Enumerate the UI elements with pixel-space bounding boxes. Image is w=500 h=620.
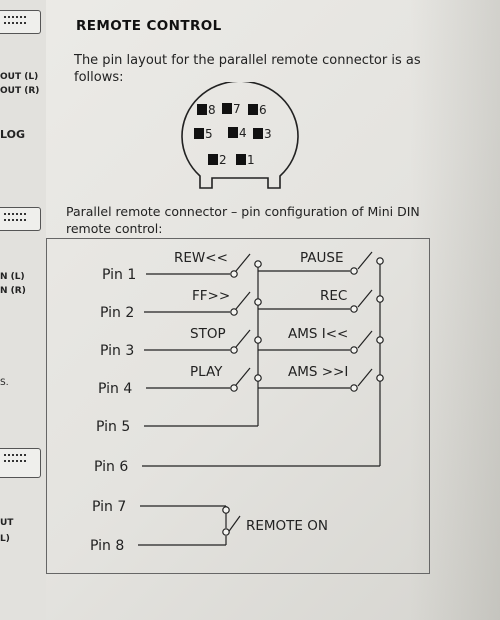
switch-contact xyxy=(254,374,262,382)
connector-panel-icon xyxy=(0,448,41,478)
margin-fragment: N (L) xyxy=(0,272,25,282)
pin-8-square xyxy=(197,104,207,115)
section-heading: REMOTE CONTROL xyxy=(76,18,222,34)
switch-contact xyxy=(230,384,238,392)
pause-label: PAUSE xyxy=(300,250,344,266)
switch-contacts xyxy=(222,257,384,536)
wiring-lines xyxy=(138,251,381,546)
connector-panel-icon xyxy=(0,207,41,231)
switch-contact xyxy=(230,346,238,354)
wiring-diagram: Pin 1 Pin 2 Pin 3 Pin 4 Pin 5 Pin 6 Pin … xyxy=(90,250,384,554)
switch-contact xyxy=(350,267,358,275)
pin-7-label: Pin 7 xyxy=(92,499,126,515)
switch-contact xyxy=(350,346,358,354)
switch-contact xyxy=(222,528,230,536)
rec-label: REC xyxy=(320,288,347,304)
pin-2-square xyxy=(208,154,218,165)
pin-number: 1 xyxy=(247,153,255,167)
pin-number: 5 xyxy=(205,127,213,141)
switch-contact xyxy=(376,295,384,303)
ff-switch-lever xyxy=(235,291,251,310)
stop-label: STOP xyxy=(190,326,226,342)
switch-contact xyxy=(254,298,262,306)
switch-contact xyxy=(376,257,384,265)
switch-contact xyxy=(230,270,238,278)
pin-5-square xyxy=(194,128,204,139)
intro-paragraph: The pin layout for the parallel remote c… xyxy=(74,53,421,85)
ams-fwd-label: AMS >>I xyxy=(288,364,348,380)
margin-fragment: LOG xyxy=(0,128,25,141)
pin-3-square xyxy=(253,128,263,139)
pin-5-label: Pin 5 xyxy=(96,419,130,435)
play-switch-lever xyxy=(235,367,251,386)
pin-number: 2 xyxy=(219,153,227,167)
pin-1-square xyxy=(236,154,246,165)
pin-number: 8 xyxy=(208,103,216,117)
pin-1-label: Pin 1 xyxy=(102,267,136,283)
adjacent-page-edge: OUT (L) OUT (R) LOG N (L) N (R) S. UT L) xyxy=(0,0,46,620)
ams-back-label: AMS I<< xyxy=(288,326,348,342)
rew-label: REW<< xyxy=(174,250,228,266)
pause-switch-lever xyxy=(357,251,373,270)
ams-fwd-switch-lever xyxy=(357,368,373,387)
pin-3-label: Pin 3 xyxy=(100,343,134,359)
connector-panel-icon xyxy=(0,10,41,34)
switch-contact xyxy=(230,308,238,316)
pin-4-label: Pin 4 xyxy=(98,381,132,397)
connector-outline xyxy=(181,82,299,189)
pin-number: 3 xyxy=(264,127,272,141)
margin-fragment: OUT (L) xyxy=(0,72,39,82)
pin-4-square xyxy=(228,127,238,138)
margin-fragment: N (R) xyxy=(0,286,26,296)
margin-fragment: UT xyxy=(0,518,14,528)
switch-contact xyxy=(376,374,384,382)
pin-6-square xyxy=(248,104,258,115)
mini-din-connector-diagram: 8 7 6 5 4 3 2 1 xyxy=(181,82,299,189)
margin-fragment: S. xyxy=(0,378,9,388)
switch-contact xyxy=(254,260,262,268)
diagram-caption: Parallel remote connector – pin configur… xyxy=(66,204,420,236)
rew-switch-lever xyxy=(235,253,251,272)
pin-7-square xyxy=(222,103,232,114)
margin-fragment: L) xyxy=(0,534,10,544)
stop-switch-lever xyxy=(235,329,251,348)
switch-contact xyxy=(222,506,230,514)
play-label: PLAY xyxy=(190,364,223,380)
ff-label: FF>> xyxy=(192,288,230,304)
ams-back-switch-lever xyxy=(357,330,373,349)
switch-contact xyxy=(254,336,262,344)
pin-2-label: Pin 2 xyxy=(100,305,134,321)
remote-on-label: REMOTE ON xyxy=(246,518,328,534)
pin-8-label: Pin 8 xyxy=(90,538,124,554)
margin-fragment: OUT (R) xyxy=(0,86,40,96)
pin-number: 6 xyxy=(259,103,267,117)
wiring-diagram-frame xyxy=(46,238,430,574)
pin-number: 4 xyxy=(239,126,247,140)
switch-contact xyxy=(350,305,358,313)
switch-contact xyxy=(350,384,358,392)
rec-switch-lever xyxy=(357,289,373,308)
pin-6-label: Pin 6 xyxy=(94,459,128,475)
switch-contact xyxy=(376,336,384,344)
pin-number: 7 xyxy=(233,102,241,116)
